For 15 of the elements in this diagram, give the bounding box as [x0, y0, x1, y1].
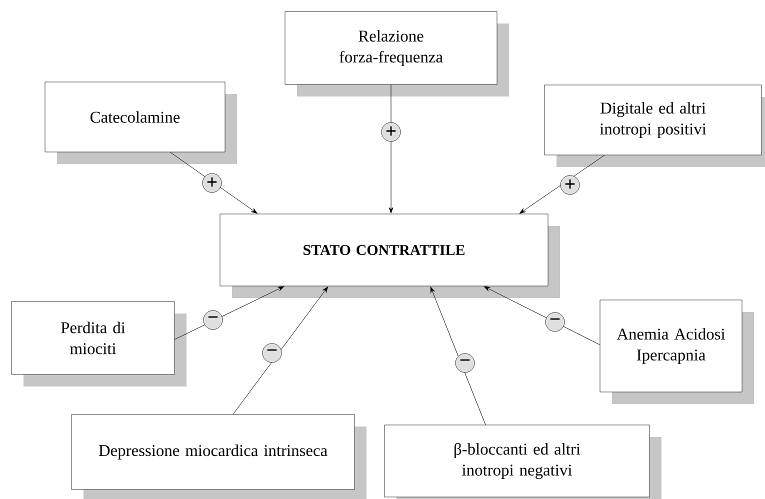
arrow [388, 84, 394, 214]
main-box: STATO CONTRATTILE [220, 214, 560, 298]
factor-box: Relazione forza-frequenza [284, 11, 509, 96]
factor-box: Perdita di miociti [11, 301, 186, 386]
factor-box: Anemia Acidosi Ipercapnia [600, 300, 754, 404]
factor-box: Digitale ed altri inotropi positivi [544, 84, 765, 167]
arrow [484, 286, 600, 345]
arrow [170, 152, 258, 214]
arrow [519, 154, 605, 214]
factor-box: β-bloccanti ed altri inotropi negativi [384, 424, 662, 499]
arrow [232, 286, 328, 415]
factor-box: Catecolamine [44, 82, 237, 164]
arrow [430, 286, 486, 426]
arrow [174, 286, 284, 340]
factor-box: Depressione miocardica intrinseca [71, 414, 366, 499]
